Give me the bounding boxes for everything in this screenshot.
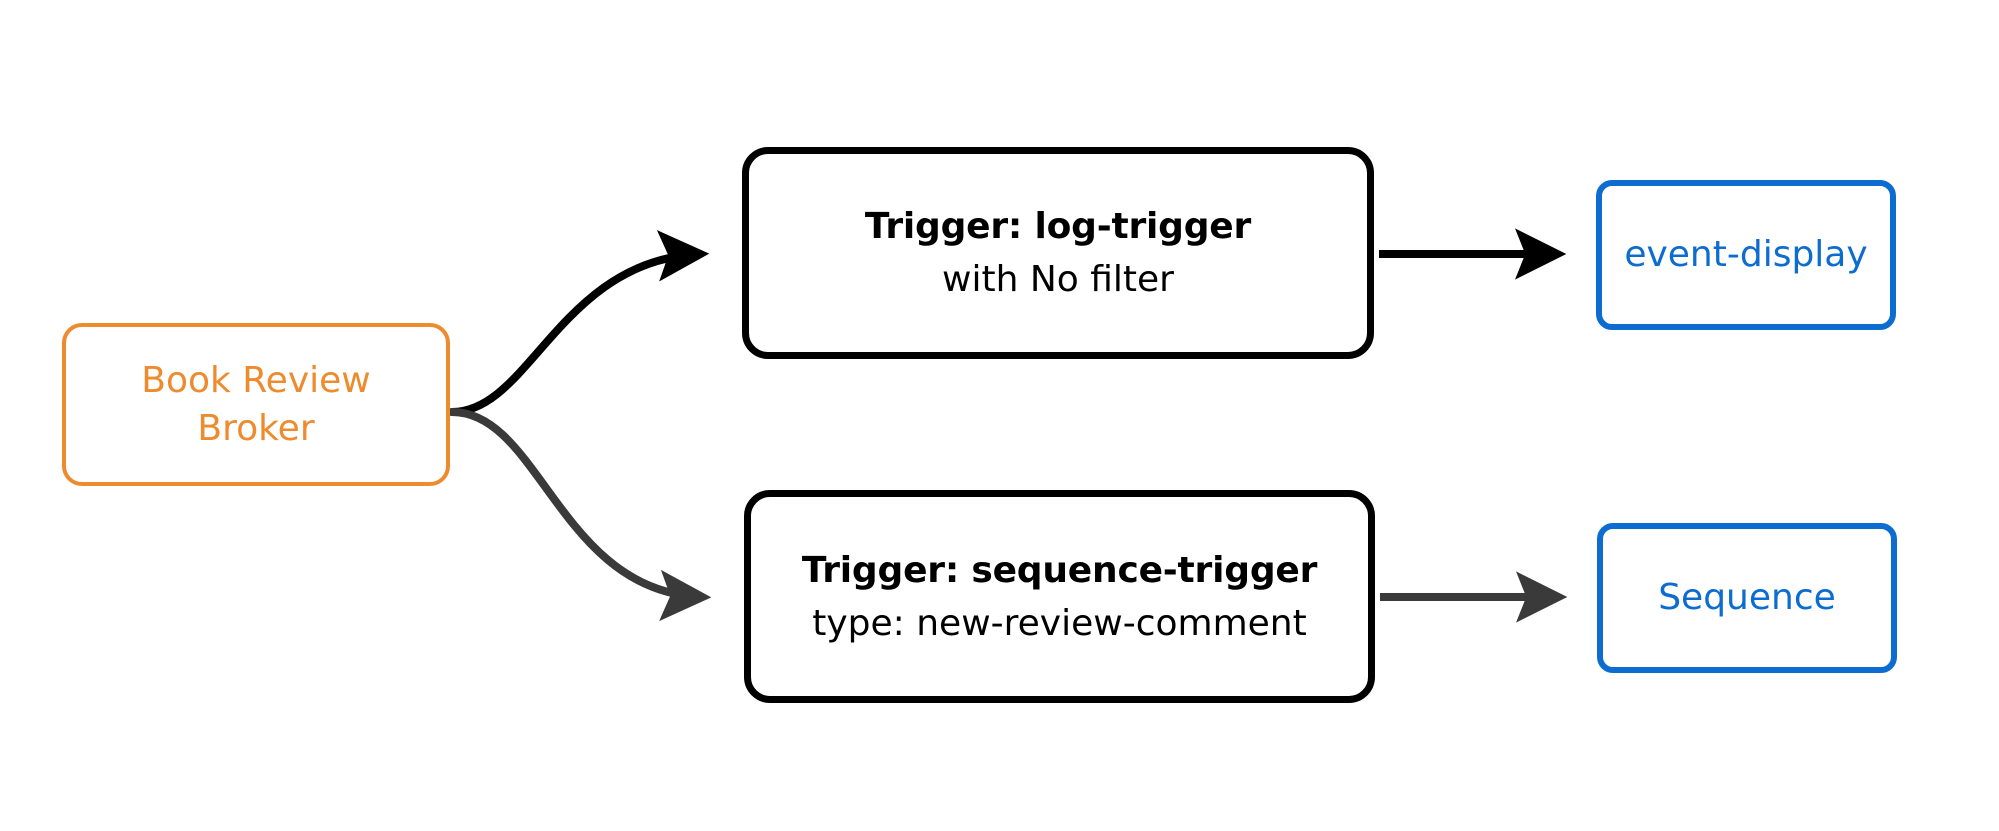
node-sink-event-display[interactable]: event-display (1596, 180, 1896, 330)
edge-broker-to-sequence-trigger (448, 408, 712, 622)
sink-sequence-label: Sequence (1658, 576, 1836, 618)
node-trigger-log-trigger[interactable]: Trigger: log-trigger with No filter (742, 147, 1374, 359)
edge-broker-to-log-trigger (448, 230, 710, 416)
node-trigger-sequence-trigger[interactable]: Trigger: sequence-trigger type: new-revi… (744, 490, 1375, 703)
trigger-log-title: Trigger: log-trigger (864, 206, 1252, 247)
trigger-log-subtitle: with No filter (942, 259, 1174, 300)
node-sink-sequence[interactable]: Sequence (1597, 523, 1897, 673)
node-book-review-broker[interactable]: Book Review Broker (62, 323, 450, 486)
sink-event-display-label: event-display (1624, 233, 1868, 275)
trigger-sequence-title: Trigger: sequence-trigger (801, 549, 1318, 591)
broker-label-line-2: Broker (197, 407, 315, 449)
broker-label-line-1: Book Review (141, 359, 371, 401)
trigger-sequence-subtitle: type: new-review-comment (812, 602, 1307, 644)
